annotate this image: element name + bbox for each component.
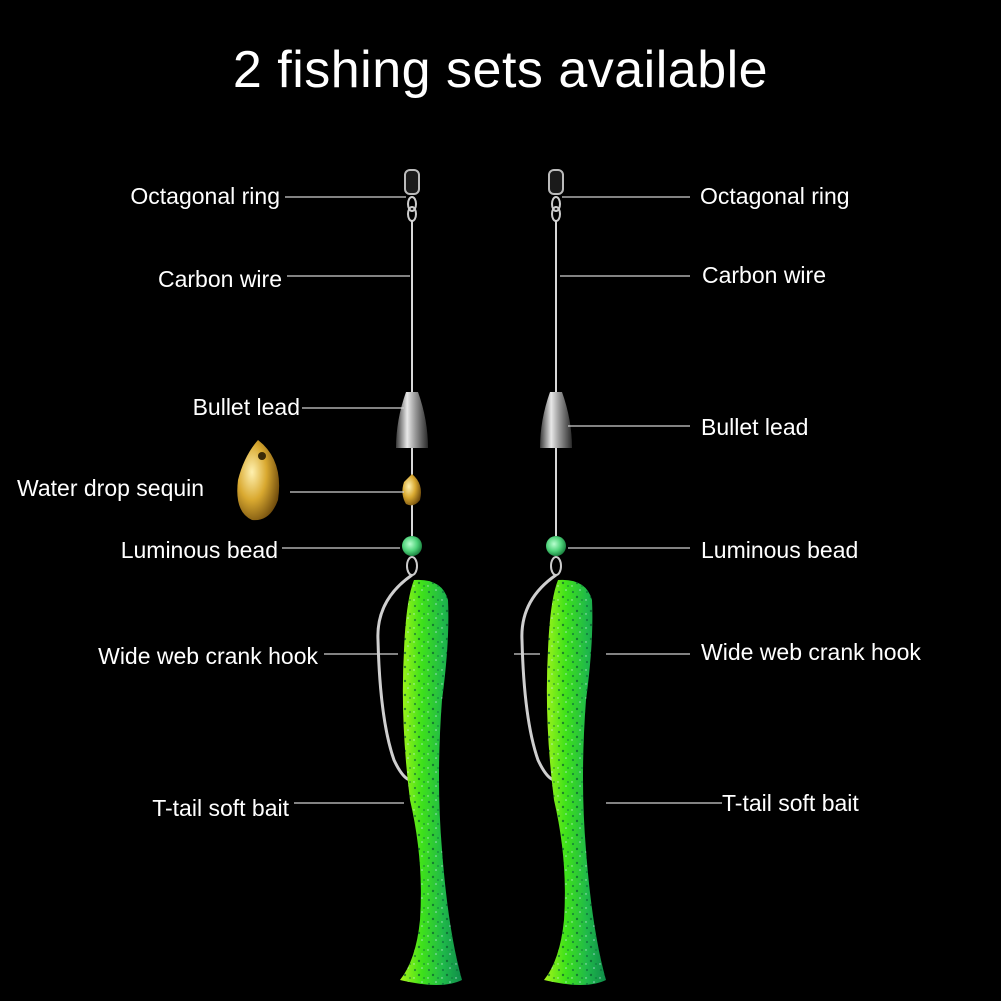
- left-label-carbon-wire: Carbon wire: [158, 266, 282, 292]
- left-label-soft-bait: T-tail soft bait: [152, 795, 289, 821]
- right-leader-lines: [514, 196, 722, 804]
- right-label-octagonal-ring: Octagonal ring: [700, 183, 850, 209]
- right-rig-illustration: [520, 168, 608, 987]
- right-label-bullet-lead: Bullet lead: [701, 414, 809, 440]
- right-label-crank-hook: Wide web crank hook: [701, 639, 921, 665]
- left-label-bullet-lead: Bullet lead: [192, 394, 300, 420]
- sequin-hole-icon: [258, 452, 266, 460]
- right-label-luminous-bead: Luminous bead: [701, 537, 859, 563]
- water-drop-sequin-on-rig: [402, 474, 421, 506]
- left-label-luminous-bead: Luminous bead: [120, 537, 278, 563]
- water-drop-sequin-large: [237, 440, 280, 521]
- left-leader-lines: [282, 196, 410, 804]
- page-title: 2 fishing sets available: [232, 41, 769, 99]
- left-label-octagonal-ring: Octagonal ring: [130, 183, 280, 209]
- left-label-water-drop-sequin: Water drop sequin: [17, 475, 205, 501]
- left-rig-illustration: [376, 168, 464, 987]
- right-label-carbon-wire: Carbon wire: [702, 262, 826, 288]
- right-label-soft-bait: T-tail soft bait: [722, 790, 859, 816]
- left-label-crank-hook: Wide web crank hook: [98, 643, 318, 669]
